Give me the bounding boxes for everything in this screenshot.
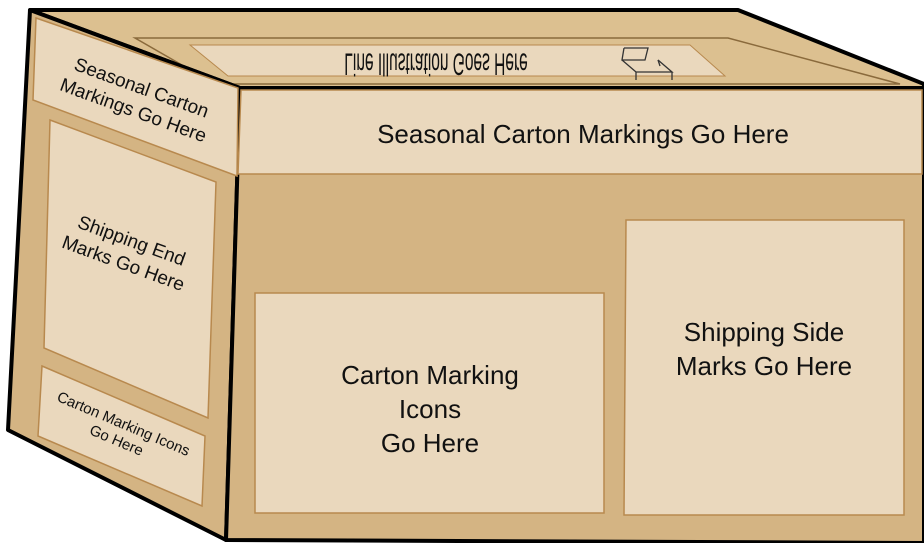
side-marks-panel (623, 219, 905, 516)
top-illustration-panel (188, 44, 727, 77)
icons-panel-line-2: Icons (399, 394, 461, 424)
side-header-band (237, 89, 923, 175)
end-header-band (32, 16, 239, 178)
top-illustration-label: Line Illustration Goes Here (344, 46, 527, 80)
chair-icon (621, 47, 674, 80)
side-marks-line-1: Shipping Side (684, 317, 844, 347)
end-marks-panel (43, 118, 217, 420)
icons-panel-line-1: Carton Marking (341, 360, 519, 390)
side-marks-line-2: Marks Go Here (676, 351, 852, 381)
icons-panel (254, 292, 605, 514)
end-icons-panel (37, 364, 206, 508)
side-header-label: Seasonal Carton Markings Go Here (377, 119, 789, 149)
icons-panel-line-3: Go Here (381, 428, 479, 458)
